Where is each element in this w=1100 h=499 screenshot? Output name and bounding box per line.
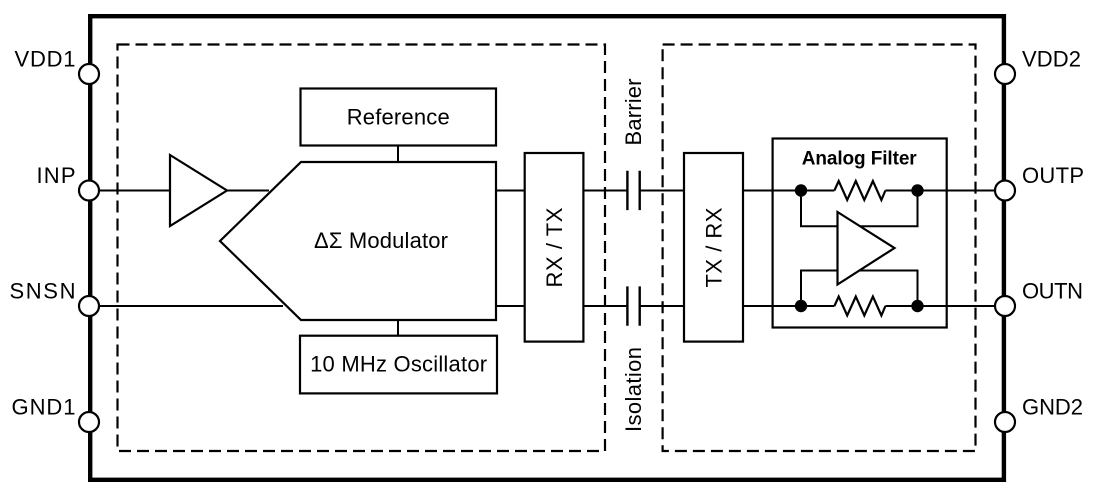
- svg-text:OUTN: OUTN: [1022, 279, 1083, 304]
- svg-text:Analog Filter: Analog Filter: [802, 149, 918, 170]
- svg-text:VDD2: VDD2: [1022, 47, 1081, 72]
- svg-text:SNSN: SNSN: [10, 279, 76, 304]
- svg-text:ΔΣ Modulator: ΔΣ Modulator: [314, 228, 448, 253]
- svg-text:RX / TX: RX / TX: [542, 207, 567, 287]
- svg-text:Isolation: Isolation: [621, 347, 646, 432]
- svg-text:GND1: GND1: [12, 395, 76, 420]
- svg-text:OUTP: OUTP: [1022, 163, 1084, 188]
- svg-text:10 MHz Oscillator: 10 MHz Oscillator: [310, 352, 487, 377]
- svg-text:Reference: Reference: [347, 105, 450, 130]
- svg-text:VDD1: VDD1: [15, 47, 76, 72]
- svg-text:GND2: GND2: [1022, 395, 1083, 420]
- svg-text:Barrier: Barrier: [621, 79, 646, 146]
- svg-text:INP: INP: [37, 163, 76, 188]
- svg-text:TX / RX: TX / RX: [701, 207, 726, 287]
